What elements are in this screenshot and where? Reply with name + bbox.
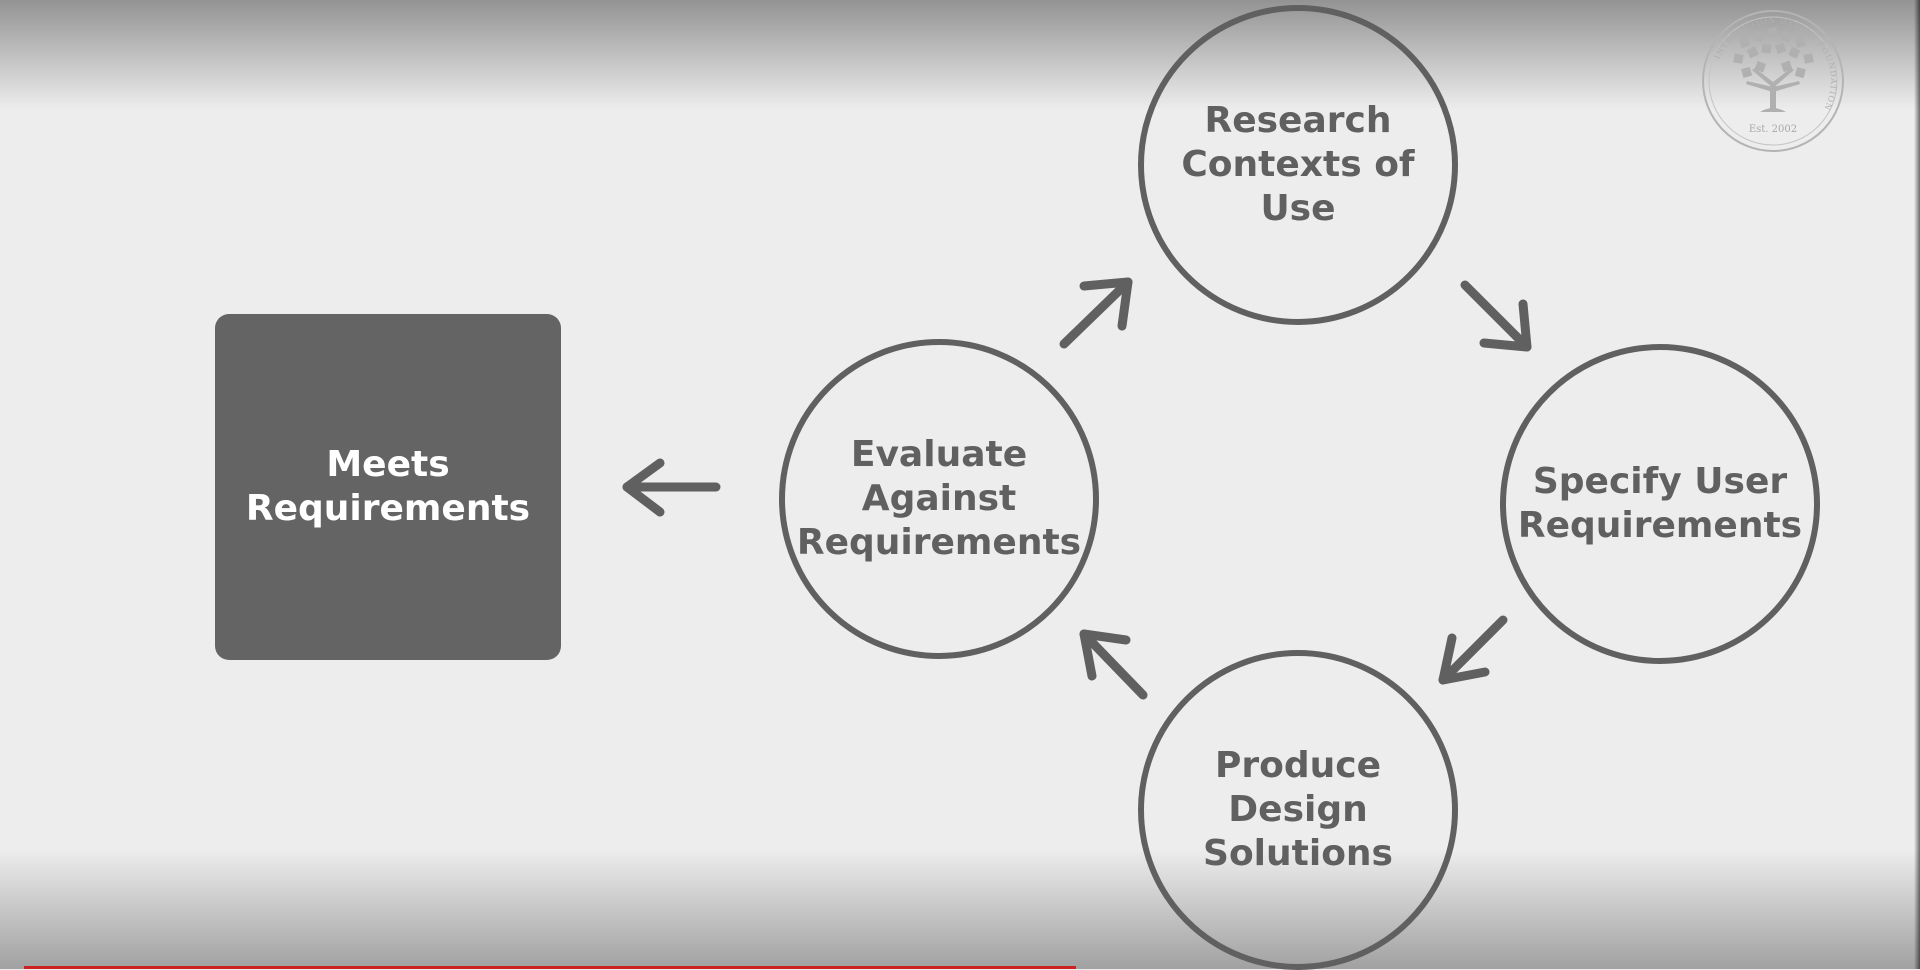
node-evaluate-label: Evaluate Against Requirements: [796, 434, 1082, 563]
arrow-research-to-specify: [1460, 280, 1532, 352]
node-specify-label: Specify User Requirements: [1517, 461, 1803, 546]
node-research-contexts: Research Contexts of Use: [1138, 5, 1458, 325]
arrow-evaluate-to-meets: [622, 458, 721, 517]
logo-outer-ring: [1702, 10, 1844, 152]
logo-est-text: Est. 2002: [1749, 124, 1797, 135]
right-edge-shadow: [1914, 0, 1920, 969]
node-research-label: Research Contexts of Use: [1181, 100, 1415, 229]
node-produce-label: Produce Design Solutions: [1203, 745, 1393, 874]
logo-inner-ring: [1708, 16, 1838, 146]
foundation-logo-seal: INTERACTION DESIGN FOUNDATION Est. 2002: [1702, 10, 1844, 152]
meets-requirements-label: Meets Requirements: [245, 444, 531, 529]
node-produce-design: Produce Design Solutions: [1138, 650, 1458, 970]
arrow-evaluate-to-research: [1059, 277, 1133, 349]
tree-icon: [1733, 27, 1814, 112]
meets-requirements-box: Meets Requirements: [215, 314, 561, 660]
node-evaluate: Evaluate Against Requirements: [779, 339, 1099, 659]
node-specify-requirements: Specify User Requirements: [1500, 344, 1820, 664]
arrow-produce-to-evaluate: [1079, 629, 1148, 700]
video-progress-bar[interactable]: [24, 966, 1076, 969]
arrow-specify-to-produce: [1438, 615, 1508, 685]
